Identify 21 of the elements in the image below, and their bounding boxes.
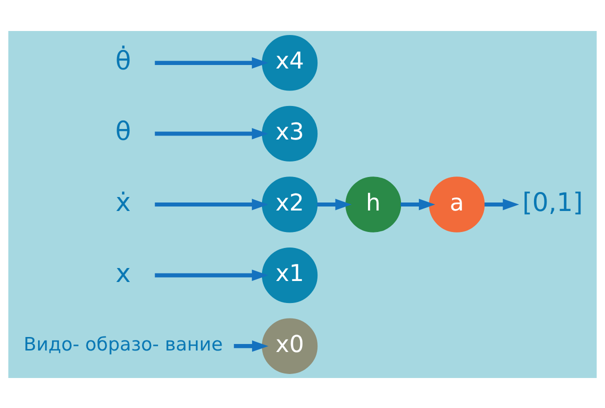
node-circle: x1 (262, 246, 318, 303)
arrow (154, 56, 268, 68)
arrow (154, 269, 268, 280)
node-text: θ (115, 116, 132, 147)
node-circle: x4 (262, 34, 318, 90)
arrow (154, 198, 268, 210)
arrow (400, 198, 436, 210)
arrow (234, 340, 268, 352)
arrow (154, 128, 268, 139)
arrow (484, 198, 520, 210)
node-text: x (116, 258, 131, 288)
node-text: [0,1] (522, 188, 583, 218)
node-circle: a (429, 176, 485, 232)
node-circle: x2 (262, 176, 318, 232)
node-text: ẋ (116, 188, 131, 218)
node-circle: h (345, 176, 402, 232)
node-text: θ̇ (115, 46, 132, 76)
node-circle: x0 (262, 318, 318, 374)
arrow (317, 198, 352, 210)
node-text: Видо- образо- вание (24, 334, 223, 355)
node-circle: x3 (262, 105, 318, 162)
